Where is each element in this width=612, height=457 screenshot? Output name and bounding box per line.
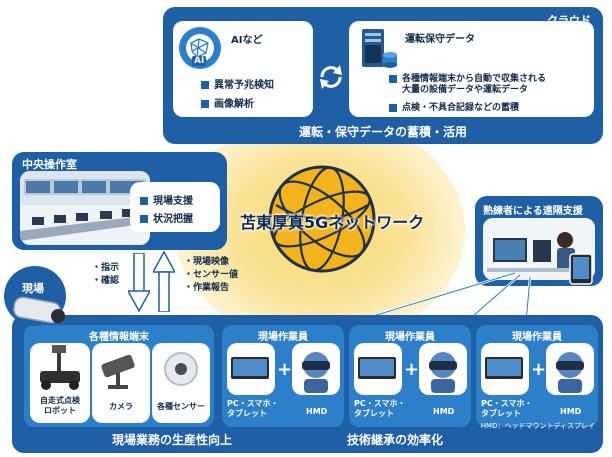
down-list: ・指示 ・確認 (92, 262, 119, 288)
device-image (354, 343, 402, 395)
worker-title: 現場作業員 (258, 332, 308, 343)
data-heading: 運転保守データ (405, 34, 475, 45)
terminal-label: 各種センサー (157, 402, 205, 411)
worker-title: 現場作業員 (512, 332, 562, 343)
control-room-panel: 中央操作室 現場支援 状況把握 (12, 152, 227, 250)
down-list-item: ・確認 (92, 276, 120, 286)
up-arrow (153, 250, 175, 312)
bullet-icon (140, 215, 148, 223)
pc-tablet-icon (485, 357, 523, 379)
up-list-item: ・センサー値 (184, 270, 239, 280)
terminal-label: カメラ (109, 402, 133, 411)
data-item: 各種情報端末から自動で収集される 大量の設備データや運転データ (389, 74, 546, 96)
control-room-title: 中央操作室 (22, 158, 77, 171)
site-panel: 各種情報端末 自走式点検 ロボット カメラ 各種センサー (12, 315, 603, 453)
security-camera-icon (10, 292, 70, 332)
terminal-camera: カメラ (92, 343, 150, 423)
hmd-image (546, 343, 594, 395)
down-list-item: ・指示 (92, 263, 120, 273)
hmd-image (292, 343, 340, 395)
tablet-icon (567, 252, 597, 286)
ai-item: 異常予兆検知 (201, 76, 274, 91)
pc-tablet-icon (358, 357, 396, 379)
up-list-item: ・作業報告 (184, 283, 230, 293)
hmd-label: HMD (433, 407, 455, 416)
control-room-image (20, 171, 150, 245)
terminals-box: 各種情報端末 自走式点検 ロボット カメラ 各種センサー (24, 325, 214, 427)
device-label: PC・スマホ・ タブレット (354, 399, 406, 418)
camera-icon (101, 354, 135, 389)
bullet-icon (140, 197, 148, 205)
worker-title: 現場作業員 (385, 332, 435, 343)
worker-box: 現場作業員 + PC・スマホ・ タブレット HMD (476, 325, 598, 427)
up-list-item: ・現場映像 (184, 257, 230, 267)
cloud-caption: 運転・保守データの蓄積・活用 (298, 125, 467, 139)
plus-icon: + (404, 359, 420, 380)
ai-box: AI AIなど 異常予兆検知 画像解析 (173, 21, 313, 117)
down-arrow (128, 253, 150, 313)
remote-support-panel: 熟練者による遠隔支援 (475, 196, 603, 286)
pc-tablet-icon (231, 357, 269, 379)
plus-icon: + (277, 359, 293, 380)
worker-box: 現場作業員 + PC・スマホ・ タブレット HMD (349, 325, 471, 427)
hmd-label: HMD (306, 407, 328, 416)
device-label: PC・スマホ・ タブレット (227, 399, 279, 418)
hmd-icon (429, 352, 457, 393)
ai-item: 画像解析 (201, 95, 254, 110)
cloud-panel: クラウド AI AIなど 異常予兆検知 画像解析 (163, 7, 603, 144)
bullet-icon (201, 81, 209, 89)
cycle-arrows-icon (316, 62, 346, 92)
globe-icon (266, 163, 378, 275)
hmd-image (419, 343, 467, 395)
remote-support-title: 熟練者による遠隔支援 (483, 206, 583, 217)
robot-icon (40, 345, 80, 390)
control-room-item: 現場支援 (140, 192, 193, 207)
terminals-heading: 各種情報端末 (89, 332, 149, 343)
terminal-label: 自走式点検 ロボット (40, 396, 80, 415)
terminal-robot: 自走式点検 ロボット (30, 343, 90, 423)
device-image (481, 343, 529, 395)
server-icon (356, 25, 398, 71)
hmd-icon (302, 352, 330, 393)
plus-icon: + (531, 359, 547, 380)
hmd-label: HMD (560, 407, 582, 416)
up-list: ・現場映像 ・センサー値 ・作業報告 (184, 256, 238, 295)
control-room-box: 現場支援 状況把握 (130, 182, 220, 232)
site-badge-label: 現場 (22, 282, 44, 295)
bullet-icon (389, 103, 397, 112)
bullet-icon (389, 75, 397, 83)
sensor-icon (164, 352, 198, 386)
bullet-icon (201, 100, 209, 108)
network-title: 苫東厚真5Gネットワーク (240, 213, 425, 232)
device-label: PC・スマホ・ タブレット (481, 399, 533, 418)
data-box: 運転保守データ 各種情報端末から自動で収集される 大量の設備データや運転データ … (349, 21, 594, 117)
data-item: 点検・不具合記録などの蓄積 (389, 100, 519, 113)
ai-heading: AIなど (231, 35, 263, 46)
ai-brain-icon: AI (179, 27, 221, 69)
caption-productivity: 現場業務の生産性向上 (112, 433, 233, 447)
hmd-icon (556, 352, 584, 393)
terminal-sensor: 各種センサー (152, 343, 210, 423)
caption-skill-transfer: 技術継承の効率化 (347, 433, 444, 447)
control-room-item: 状況把握 (140, 210, 193, 225)
ai-badge: AI (192, 56, 207, 66)
footnote: HMD：ヘッドマウントディスプレイ (480, 422, 595, 430)
worker-box: 現場作業員 + PC・スマホ・ タブレット HMD (222, 325, 344, 427)
device-image (227, 343, 275, 395)
